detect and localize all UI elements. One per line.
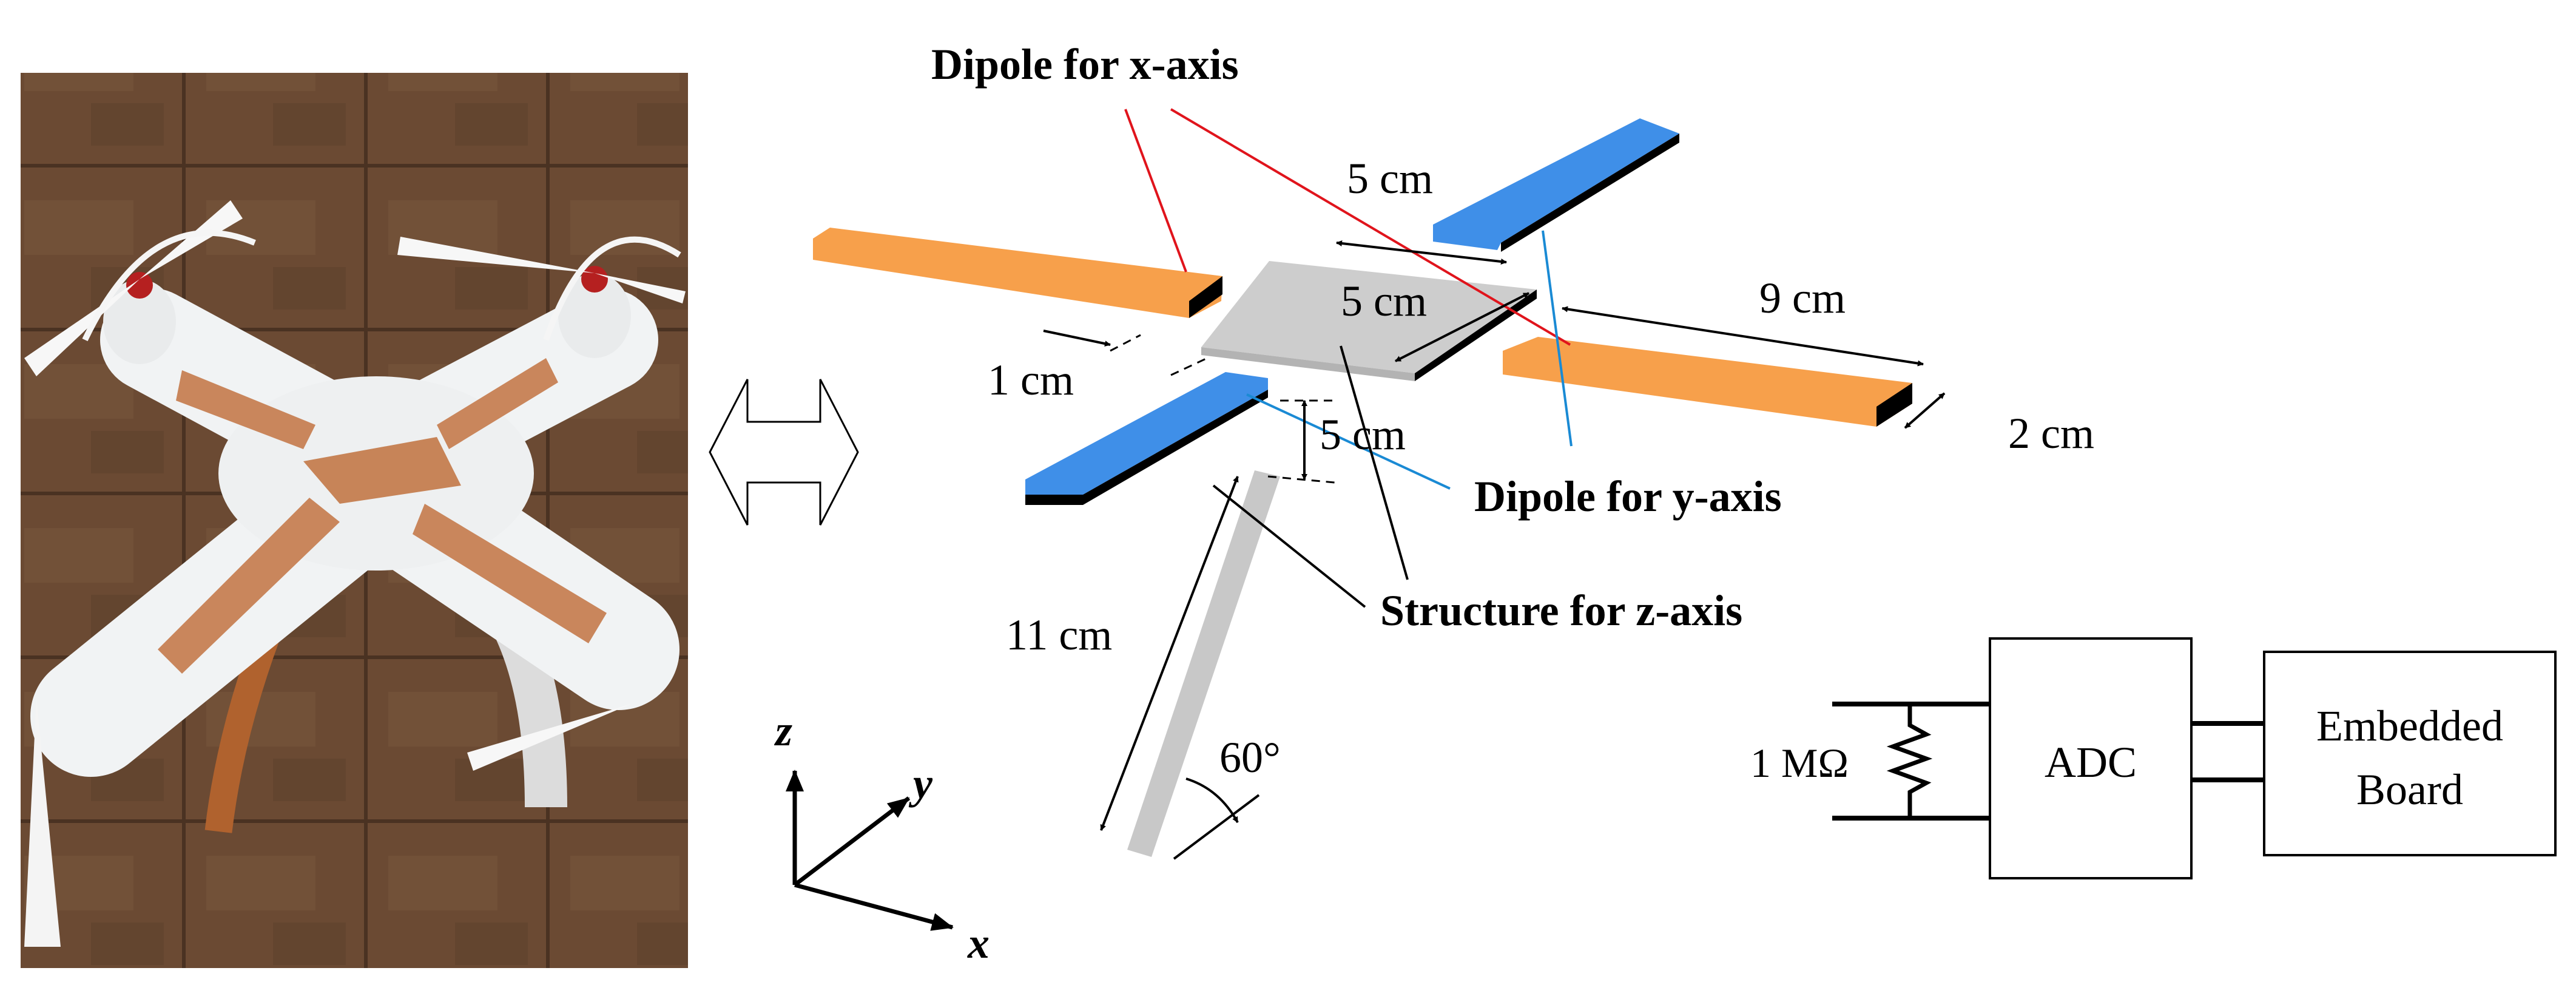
board-label-line2: Board — [2356, 765, 2463, 814]
arm-length-dimension: 9 cm — [1759, 274, 1846, 322]
propeller — [24, 279, 140, 376]
copper-tape — [303, 437, 461, 504]
motor — [558, 273, 631, 358]
orange-dipole-left — [813, 228, 1222, 318]
equivalence-arrow-icon — [709, 379, 859, 526]
dimension-dashes — [1110, 334, 1335, 484]
blue-dipole-top-edge — [1501, 134, 1679, 252]
resistor-icon — [1886, 704, 1933, 818]
copper-tape — [158, 498, 340, 674]
prop-guard — [543, 236, 681, 341]
propeller — [140, 200, 243, 279]
circuit-diagram — [1832, 637, 2557, 879]
propeller — [24, 698, 61, 947]
board-label-line1: Embedded — [2316, 702, 2503, 750]
z-height-dimension: 5 cm — [1320, 410, 1406, 459]
blue-gap-dimension: 5 cm — [1347, 154, 1433, 203]
y-axis-arrow — [793, 796, 911, 887]
blue-dipole-bottom — [1025, 372, 1268, 495]
motor-cap — [126, 272, 153, 299]
z-axis-leg — [1127, 470, 1280, 857]
plate-size-dimension: 5 cm — [1341, 277, 1427, 325]
copper-tape — [176, 370, 315, 449]
adc-label: ADC — [2045, 738, 2137, 787]
z-structure-leader-line — [1212, 484, 1366, 608]
blue-dipole-top — [1433, 118, 1679, 250]
propeller — [397, 237, 595, 273]
x-axis-label: x — [967, 919, 990, 967]
orange-dipole-right — [1503, 337, 1912, 427]
propeller — [595, 273, 686, 303]
resistor-label: 1 MΩ — [1750, 740, 1849, 786]
dipole-y-label: Dipole for y-axis — [1474, 472, 1782, 521]
z-axis-label: z — [774, 706, 792, 755]
dimension-lines — [1043, 240, 1946, 860]
motor — [103, 279, 176, 364]
prop-guard — [82, 229, 256, 342]
z-structure-leader-line — [1340, 345, 1409, 580]
x-axis-arrow — [794, 882, 954, 931]
drone-photo — [21, 73, 688, 968]
dipole-x-label: Dipole for x-axis — [931, 40, 1239, 89]
arm-width-dimension: 2 cm — [2008, 409, 2094, 458]
propeller — [467, 704, 631, 771]
copper-tape — [437, 358, 558, 449]
copper-tape — [413, 504, 607, 643]
adc-block — [1989, 637, 2193, 879]
x-dipole-leader-line — [1124, 109, 1187, 273]
coordinate-axes — [786, 770, 954, 931]
center-plate-edge — [1201, 347, 1415, 381]
y-axis-label: y — [908, 759, 933, 808]
leg-length-dimension: 11 cm — [1006, 611, 1112, 659]
y-dipole-leader-line — [1542, 230, 1573, 447]
structure-z-label: Structure for z-axis — [1380, 586, 1742, 635]
orange-dipole-right-edge — [1876, 383, 1912, 427]
gap-dimension: 1 cm — [988, 356, 1074, 404]
angle-dimension: 60° — [1219, 733, 1281, 782]
motor-cap — [581, 266, 608, 293]
y-dipole-leader-line — [1246, 393, 1451, 490]
orange-dipole-left-edge — [1189, 276, 1222, 318]
embedded-board-block — [2263, 651, 2557, 856]
